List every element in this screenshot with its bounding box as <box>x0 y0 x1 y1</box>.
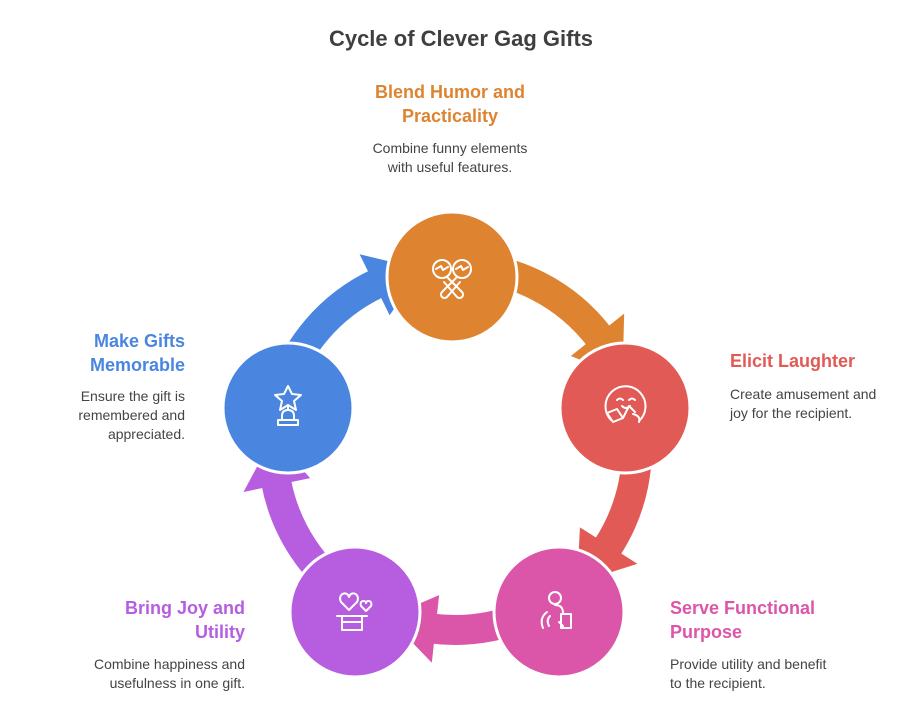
step-2-description: Create amusement and joy for the recipie… <box>730 385 876 423</box>
step-2-desc-line: joy for the recipient. <box>730 405 853 421</box>
step-4-label: Bring Joy and Utility <box>45 596 245 644</box>
step-2-label: Elicit Laughter <box>730 349 855 373</box>
step-3-label-line: Purpose <box>670 622 743 642</box>
step-1-label: Blend Humor and Practicality <box>330 80 570 128</box>
step-4-description: Combine happiness and usefulness in one … <box>45 655 245 693</box>
step-5-desc-line: Ensure the gift is <box>80 388 185 404</box>
step-1-desc-line: with useful features. <box>387 159 513 175</box>
step-2-desc-line: Create amusement and <box>730 386 877 402</box>
step-2-label-line: Elicit Laughter <box>730 351 856 371</box>
step-5-label-line: Memorable <box>89 355 185 375</box>
step-3-node <box>492 545 626 679</box>
step-3-label: Serve Functional Purpose <box>670 596 815 644</box>
step-1-label-line: Practicality <box>401 106 499 126</box>
step-4-label-line: Utility <box>194 622 245 642</box>
step-3-description: Provide utility and benefit to the recip… <box>670 655 826 693</box>
star-trophy-icon <box>274 385 302 426</box>
step-4-label-line: Bring Joy and <box>124 598 245 618</box>
maracas-icon <box>432 259 472 300</box>
laughing-reader-icon <box>604 385 647 423</box>
step-3-label-line: Serve Functional <box>670 598 816 618</box>
step-5-desc-line: appreciated. <box>107 426 185 442</box>
step-3-desc-line: to the recipient. <box>670 675 766 691</box>
step-3-desc-line: Provide utility and benefit <box>670 656 827 672</box>
step-5-desc-line: remembered and <box>78 407 185 423</box>
step-5-description: Ensure the gift is remembered and apprec… <box>0 387 185 444</box>
step-4-desc-line: Combine happiness and <box>94 656 245 672</box>
step-4-node <box>288 545 422 679</box>
step-5-label: Make Gifts Memorable <box>0 329 185 377</box>
step-1-node <box>385 210 519 344</box>
diagram-title: Cycle of Clever Gag Gifts <box>328 26 594 51</box>
person-tapping-device-icon <box>540 591 572 629</box>
step-4-desc-line: usefulness in one gift. <box>109 675 245 691</box>
step-1-label-line: Blend Humor and <box>374 82 525 102</box>
step-1-desc-line: Combine funny elements <box>372 140 528 156</box>
step-1-description: Combine funny elements with useful featu… <box>330 139 570 177</box>
hat-with-hearts-icon <box>336 592 373 631</box>
step-5-label-line: Make Gifts <box>93 331 185 351</box>
